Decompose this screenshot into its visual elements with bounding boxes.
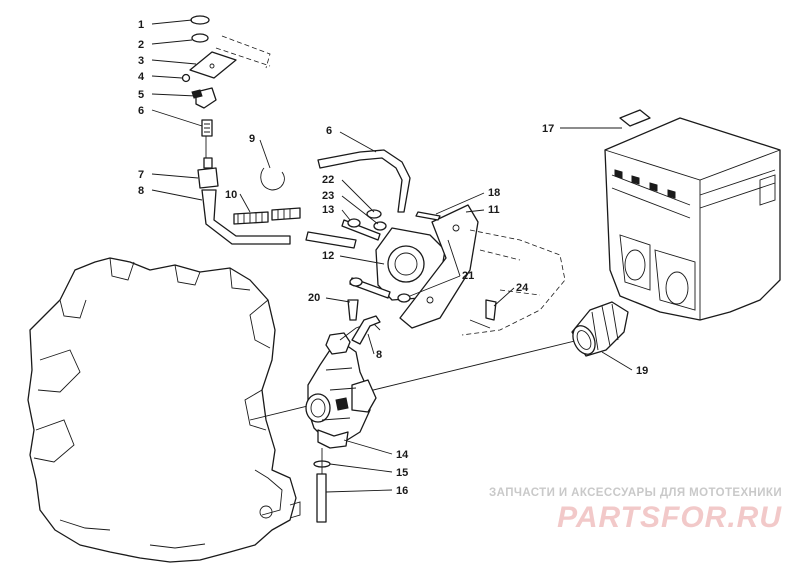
callout-12: 12 (322, 250, 334, 262)
intake-boot (571, 301, 629, 357)
air-silencer (604, 109, 781, 321)
callout-7: 7 (138, 169, 144, 181)
fuel-hose (351, 315, 381, 345)
callout-11: 11 (488, 204, 500, 216)
callout-18: 18 (488, 187, 500, 199)
callout-24: 24 (516, 282, 529, 294)
callout-22: 22 (322, 174, 334, 186)
callout-15: 15 (396, 467, 408, 479)
callout-19: 19 (636, 365, 648, 377)
callout-labels: 1 2 3 4 5 6 7 8 9 10 6 22 23 13 18 11 12… (138, 19, 648, 497)
watermark-logo: PARTSFOR.RU (557, 501, 782, 534)
fasteners (341, 209, 497, 329)
callout-9: 9 (249, 133, 255, 145)
engine-outline (27, 257, 301, 563)
callout-5: 5 (138, 89, 144, 101)
callout-21: 21 (462, 270, 474, 282)
vent-hose (305, 149, 411, 249)
callout-6b: 6 (326, 125, 332, 137)
callout-8a: 8 (138, 185, 144, 197)
callout-3: 3 (138, 55, 144, 67)
springs (233, 207, 301, 225)
watermark-caption: ЗАПЧАСТИ И АКСЕССУАРЫ ДЛЯ МОТОТЕХНИКИ (489, 487, 782, 499)
callout-8b: 8 (376, 349, 382, 361)
leader-lines (151, 19, 633, 493)
callout-1: 1 (138, 19, 144, 31)
carburetor (305, 321, 381, 449)
callout-4: 4 (138, 71, 145, 83)
callout-6a: 6 (138, 105, 144, 117)
callout-16: 16 (396, 485, 408, 497)
spring-clip (260, 167, 285, 191)
callout-10: 10 (225, 189, 237, 201)
callout-2: 2 (138, 39, 144, 51)
callout-14: 14 (396, 449, 409, 461)
drain-hose (313, 448, 331, 523)
callout-13: 13 (322, 204, 334, 216)
callout-20: 20 (308, 292, 320, 304)
watermark: ЗАПЧАСТИ И АКСЕССУАРЫ ДЛЯ МОТОТЕХНИКИ PA… (489, 487, 782, 535)
choke-cable-assembly (181, 15, 291, 245)
callout-23: 23 (322, 190, 334, 202)
callout-17: 17 (542, 123, 554, 135)
carb-mount (375, 204, 566, 336)
